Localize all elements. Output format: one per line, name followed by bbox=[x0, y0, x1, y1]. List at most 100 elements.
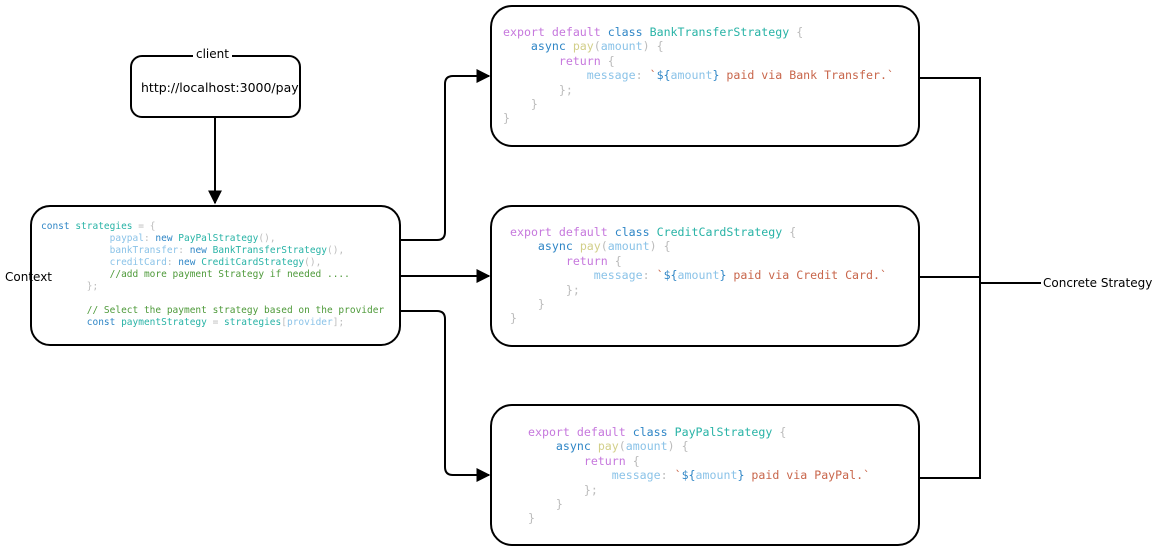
code-token: class bbox=[614, 225, 657, 239]
code-token: const bbox=[41, 221, 76, 232]
code-token: export bbox=[528, 425, 577, 439]
code-token: paid via Bank Transfer.` bbox=[719, 68, 894, 83]
code-token: paypal bbox=[41, 233, 144, 244]
code-token: pay bbox=[572, 39, 594, 54]
paypal-strategy-code: export default class PayPalStrategy { as… bbox=[528, 425, 870, 526]
code-token: export bbox=[503, 25, 552, 39]
code-token: return bbox=[510, 253, 615, 268]
code-token: } bbox=[510, 297, 545, 312]
code-token: : bbox=[178, 245, 190, 256]
code-token: strategies bbox=[224, 317, 282, 328]
code-token: ) { bbox=[649, 239, 671, 254]
code-token: { bbox=[789, 25, 804, 39]
code-token: ${ bbox=[663, 268, 678, 283]
code-line: return { bbox=[503, 54, 894, 68]
code-line: }; bbox=[503, 83, 894, 97]
code-token: amount bbox=[695, 468, 738, 483]
code-line bbox=[41, 293, 384, 305]
code-token: pay bbox=[579, 239, 601, 254]
code-token: : bbox=[635, 68, 650, 83]
code-token: [ bbox=[281, 317, 287, 328]
code-line: message: `${amount} paid via Bank Transf… bbox=[503, 68, 894, 82]
code-line: return { bbox=[528, 454, 870, 468]
code-token: } bbox=[528, 497, 563, 512]
code-token: { bbox=[614, 253, 622, 268]
code-token: amount bbox=[600, 39, 643, 54]
bank-transfer-strategy-box: export default class BankTransferStrateg… bbox=[490, 5, 920, 147]
code-line: }; bbox=[41, 281, 384, 293]
code-line: } bbox=[528, 497, 870, 511]
code-line: }; bbox=[510, 283, 887, 297]
code-line: //add more payment Strategy if needed ..… bbox=[41, 269, 384, 281]
code-token: } bbox=[528, 511, 535, 526]
code-token: class bbox=[632, 425, 675, 439]
code-token: paymentStrategy bbox=[121, 317, 207, 328]
code-token: default bbox=[558, 225, 615, 239]
code-token: message bbox=[503, 68, 636, 83]
code-token: async bbox=[528, 439, 598, 454]
code-token: strategies bbox=[75, 221, 133, 232]
code-line: return { bbox=[510, 254, 887, 268]
code-line: async pay(amount) { bbox=[503, 39, 894, 53]
credit-card-strategy-box: export default class CreditCardStrategy … bbox=[490, 205, 920, 347]
code-line: const strategies = { bbox=[41, 221, 384, 233]
code-token: async bbox=[510, 239, 580, 254]
code-token: ( bbox=[600, 239, 608, 254]
code-token: : bbox=[660, 468, 675, 483]
code-token: creditCard bbox=[41, 257, 167, 268]
code-token: } bbox=[712, 68, 720, 83]
code-token: ` bbox=[649, 68, 657, 83]
code-token: amount bbox=[625, 439, 668, 454]
code-line: } bbox=[528, 511, 870, 525]
code-token: } bbox=[503, 97, 538, 112]
code-token: }; bbox=[510, 282, 580, 297]
code-token: const bbox=[41, 317, 122, 328]
code-token: default bbox=[576, 425, 633, 439]
code-line: } bbox=[503, 97, 894, 111]
code-line: export default class PayPalStrategy { bbox=[528, 425, 870, 439]
code-token: ` bbox=[674, 468, 682, 483]
bank-transfer-strategy-code: export default class BankTransferStrateg… bbox=[503, 25, 894, 126]
context-label: Context bbox=[5, 270, 53, 284]
code-line: paypal: new PayPalStrategy(), bbox=[41, 233, 384, 245]
arrow-context-to-paypal bbox=[400, 310, 491, 482]
code-token: PayPalStrategy bbox=[178, 233, 259, 244]
code-line: }; bbox=[528, 483, 870, 497]
code-token: export bbox=[510, 225, 559, 239]
code-token: PayPalStrategy bbox=[674, 425, 773, 439]
code-token: paid via PayPal.` bbox=[744, 468, 871, 483]
code-token: //add more payment Strategy if needed ..… bbox=[41, 269, 350, 280]
code-line: export default class CreditCardStrategy … bbox=[510, 225, 887, 239]
code-token: ) { bbox=[642, 39, 664, 54]
context-code: const strategies = { paypal: new PayPalS… bbox=[41, 221, 384, 329]
arrow-context-to-bank-transfer bbox=[400, 69, 491, 241]
code-token: { bbox=[772, 425, 787, 439]
code-token: BankTransferStrategy bbox=[212, 245, 328, 256]
code-token: new bbox=[178, 257, 202, 268]
code-token: { bbox=[632, 453, 640, 468]
code-token: async bbox=[503, 39, 573, 54]
code-line: creditCard: new CreditCardStrategy(), bbox=[41, 257, 384, 269]
code-token: } bbox=[737, 468, 745, 483]
code-token: CreditCardStrategy bbox=[656, 225, 783, 239]
code-token: // Select the payment strategy based on … bbox=[41, 305, 385, 316]
context-box: const strategies = { paypal: new PayPalS… bbox=[30, 205, 401, 346]
code-token: class bbox=[607, 25, 650, 39]
code-token: pay bbox=[597, 439, 619, 454]
code-token: (), bbox=[327, 245, 345, 256]
code-token: ) { bbox=[667, 439, 689, 454]
code-token: ( bbox=[618, 439, 626, 454]
code-line: // Select the payment strategy based on … bbox=[41, 305, 384, 317]
concrete-strategy-label: Concrete Strategy bbox=[1043, 276, 1153, 290]
code-line: async pay(amount) { bbox=[528, 439, 870, 453]
code-token: }; bbox=[503, 82, 573, 97]
code-token: amount bbox=[670, 68, 713, 83]
code-token: CreditCardStrategy bbox=[201, 257, 305, 268]
code-token: } bbox=[503, 111, 510, 126]
code-token: ${ bbox=[681, 468, 696, 483]
code-token: { bbox=[607, 53, 615, 68]
bracket-concrete-strategy bbox=[919, 77, 1041, 479]
code-token: { bbox=[782, 225, 797, 239]
code-token: bankTransfer bbox=[41, 245, 179, 256]
